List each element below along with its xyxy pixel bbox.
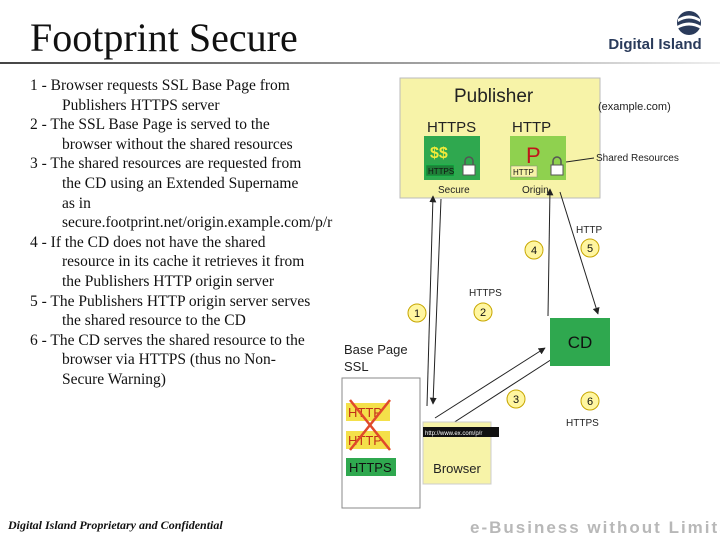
cd-label: CD (568, 333, 593, 352)
step-badge-5: 5 (580, 238, 600, 258)
svg-text:3: 3 (513, 394, 519, 406)
page-title: Footprint Secure (30, 15, 298, 60)
cross-icon (349, 399, 391, 451)
step-badge-2: 2 (473, 302, 493, 322)
arrow-6 (435, 351, 564, 435)
secure-tag: HTTPS (428, 167, 454, 176)
step-2: 2 - The SSL Base Page is served to the b… (30, 116, 293, 153)
shared-resources-label: Shared Resources (596, 153, 679, 164)
origin-symbol: P (526, 143, 541, 168)
page-item-https-label: HTTPS (349, 460, 392, 475)
arrow-https-bottom-label: HTTPS (566, 418, 599, 429)
cd-box (550, 318, 610, 366)
step-badge-6: 6 (580, 391, 600, 411)
publisher-title: Publisher (454, 86, 534, 107)
step-badge-3: 3 (506, 389, 526, 409)
steps-list: 1 - Browser requests SSL Base Page from … (30, 76, 333, 390)
origin-lock-icon (550, 156, 564, 176)
digital-island-logo: Digital Island (600, 6, 710, 56)
https-column-label: HTTPS (427, 119, 476, 136)
step-3: 3 - The shared resources are requested f… (30, 155, 333, 232)
step-1: 1 - Browser requests SSL Base Page from … (30, 77, 290, 114)
step-6: 6 - The CD serves the shared resource to… (30, 331, 305, 388)
arrow-5 (559, 191, 600, 315)
arrow-4 (546, 188, 554, 317)
secure-tag-box (425, 164, 455, 177)
step-4: 4 - If the CD does not have the shared r… (30, 233, 305, 290)
secure-symbol: $$ (430, 145, 448, 162)
step-badge-4: 4 (524, 240, 544, 260)
globe-icon (677, 11, 701, 35)
page-item-http-2-label: HTTP (348, 433, 382, 448)
footer-tagline: e-Business without Limits (470, 518, 720, 537)
origin-tag-box (510, 165, 538, 178)
secure-lock-icon (462, 156, 476, 176)
browser-url: http://www.ex.com/p/r (425, 431, 482, 437)
logo-text: Digital Island (608, 36, 702, 53)
svg-text:1: 1 (414, 308, 420, 320)
base-page-label: Base Page (344, 342, 408, 357)
browser-label: Browser (433, 461, 481, 476)
shared-resources-pointer (565, 157, 595, 163)
arrow-http-label: HTTP (576, 225, 602, 236)
svg-text:5: 5 (587, 243, 593, 255)
footer-confidential: Digital Island Proprietary and Confident… (8, 518, 223, 532)
secure-caption: Secure (438, 185, 470, 196)
arrow-3 (434, 347, 546, 419)
svg-text:2: 2 (480, 307, 486, 319)
svg-text:4: 4 (531, 245, 537, 257)
step-5: 5 - The Publishers HTTP origin server se… (30, 292, 311, 330)
origin-caption: Origin (522, 185, 549, 196)
http-column-label: HTTP (512, 119, 551, 136)
origin-tag: HTTP (513, 168, 534, 177)
base-page-ssl-label: SSL (344, 359, 369, 374)
arrow-2 (429, 198, 442, 405)
step-badge-1: 1 (407, 303, 427, 323)
title-divider (0, 62, 720, 64)
architecture-diagram: Publisher (example.com) HTTPS HTTP $$ HT… (341, 77, 679, 509)
arrow-1 (426, 195, 437, 407)
page-item-https (346, 458, 396, 476)
browser-url-bar (423, 427, 499, 437)
svg-text:6: 6 (587, 396, 593, 408)
publisher-domain: (example.com) (598, 101, 671, 113)
arrow-https-label: HTTPS (469, 288, 502, 299)
